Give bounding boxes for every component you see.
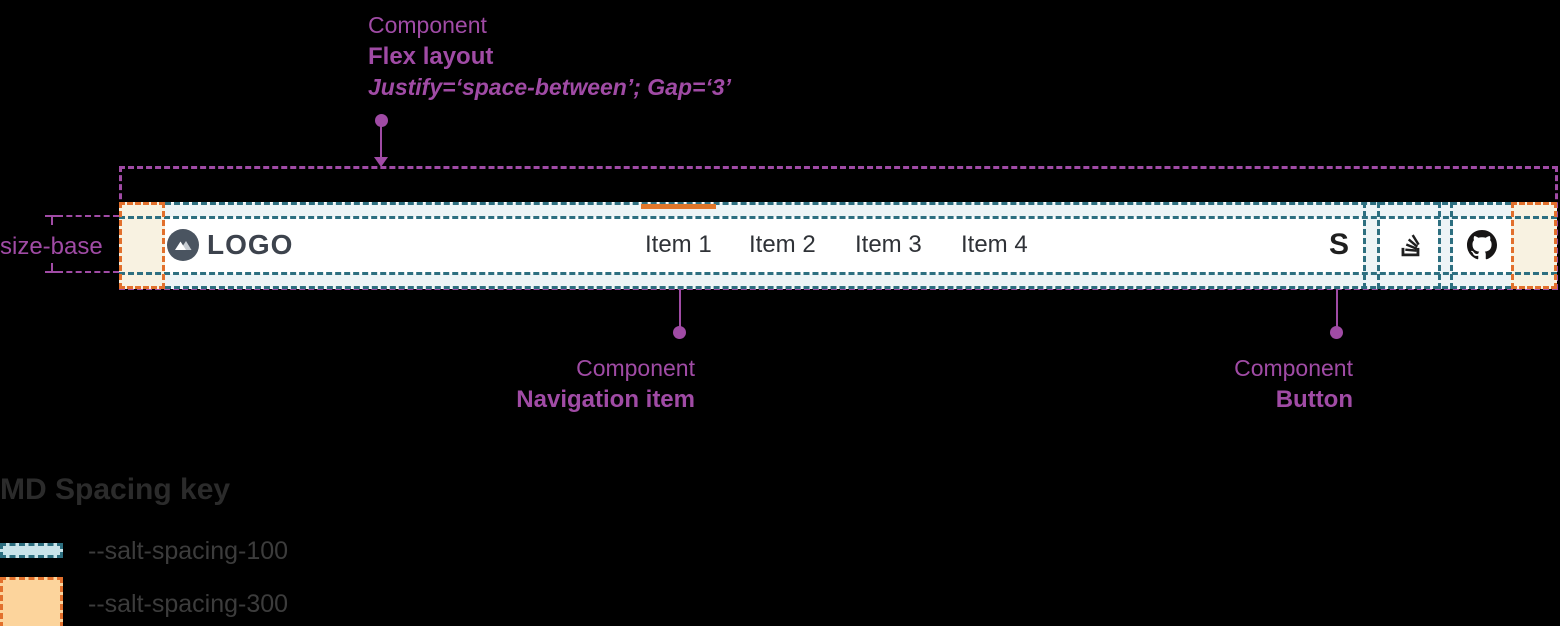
logo-text: LOGO	[207, 229, 294, 260]
nav-item-label: Item 2	[749, 231, 816, 258]
logo[interactable]: LOGO	[167, 217, 293, 273]
spacing-300-swatch	[0, 577, 63, 626]
arrow-dot	[1330, 326, 1343, 339]
annotation-title: Flex layout	[368, 43, 494, 70]
measure-stem-bottom	[51, 263, 53, 273]
spacing-300-left-outline	[119, 202, 165, 289]
nav-item-1[interactable]: Item 1	[645, 217, 712, 273]
spacing-100-token-label: --salt-spacing-100	[88, 537, 289, 565]
nav-item-2[interactable]: Item 2	[749, 217, 816, 273]
arrow-line	[679, 277, 681, 331]
nav-item-label: Item 1	[645, 231, 712, 258]
measure-cap-bottom	[45, 271, 59, 273]
spacing-300-token-label: --salt-spacing-300	[88, 590, 289, 618]
navigation-bar: LOGO Item 1 Item 2 Item 3 Item 4 S	[119, 202, 1557, 289]
spacing-100-swatch	[0, 543, 63, 558]
annotation-eyebrow: Component	[1234, 355, 1353, 381]
mountain-logo-icon	[167, 229, 199, 261]
annotation-eyebrow: Component	[576, 355, 695, 381]
spacing-300-right-outline	[1511, 202, 1557, 289]
measure-dash-bottom	[57, 271, 119, 273]
measure-stem-top	[51, 215, 53, 225]
spacing-guide-inner-top	[119, 216, 1557, 219]
nav-item-4[interactable]: Item 4	[961, 217, 1028, 273]
github-icon	[1467, 230, 1497, 260]
spacing-guide-gap1-right	[1377, 202, 1380, 289]
legend-title: MD Spacing key	[0, 473, 231, 506]
arrow-head-down-icon	[374, 157, 388, 167]
arrow-line	[1336, 277, 1338, 331]
annotation-detail: Justify=‘space-between’; Gap=‘3’	[368, 74, 732, 100]
spacing-100-gap-fill-1	[1363, 202, 1380, 289]
arrow-line	[380, 126, 382, 158]
spacing-guide-inner-bottom	[119, 272, 1557, 275]
spacing-100-gap-fill-2	[1438, 202, 1453, 289]
nav-item-label: Item 3	[855, 231, 922, 258]
spacing-100-bottom-fill	[165, 274, 1511, 288]
spacing-100-top-fill	[165, 203, 1511, 217]
github-button[interactable]	[1467, 230, 1497, 260]
spacing-guide-gap2-left	[1438, 202, 1441, 289]
navigation-item-annotation: Component Navigation item	[516, 353, 695, 415]
stackoverflow-icon	[1401, 234, 1420, 257]
annotation-eyebrow: Component	[368, 12, 487, 38]
active-item-indicator	[641, 204, 716, 209]
stackoverflow-button[interactable]	[1395, 230, 1425, 260]
s-brand-button[interactable]: S	[1325, 217, 1353, 273]
measure-dash-top	[57, 215, 119, 217]
spacing-guide-gap1-left	[1363, 202, 1366, 289]
arrow-dot	[673, 326, 686, 339]
s-brand-icon: S	[1328, 228, 1349, 261]
flex-layout-annotation: Component Flex layout Justify=‘space-bet…	[368, 10, 731, 103]
annotation-title: Button	[1275, 386, 1353, 413]
size-base-label: size-base	[0, 233, 103, 260]
spacing-guide-edge-bottom	[165, 286, 1511, 289]
spacing-guide-gap2-right	[1450, 202, 1453, 289]
nav-item-3[interactable]: Item 3	[855, 217, 922, 273]
spacing-guide-edge-top	[165, 202, 1511, 205]
nav-item-label: Item 4	[961, 231, 1028, 258]
annotation-title: Navigation item	[516, 386, 695, 413]
button-annotation: Component Button	[1234, 353, 1353, 415]
arrow-dot	[375, 114, 388, 127]
